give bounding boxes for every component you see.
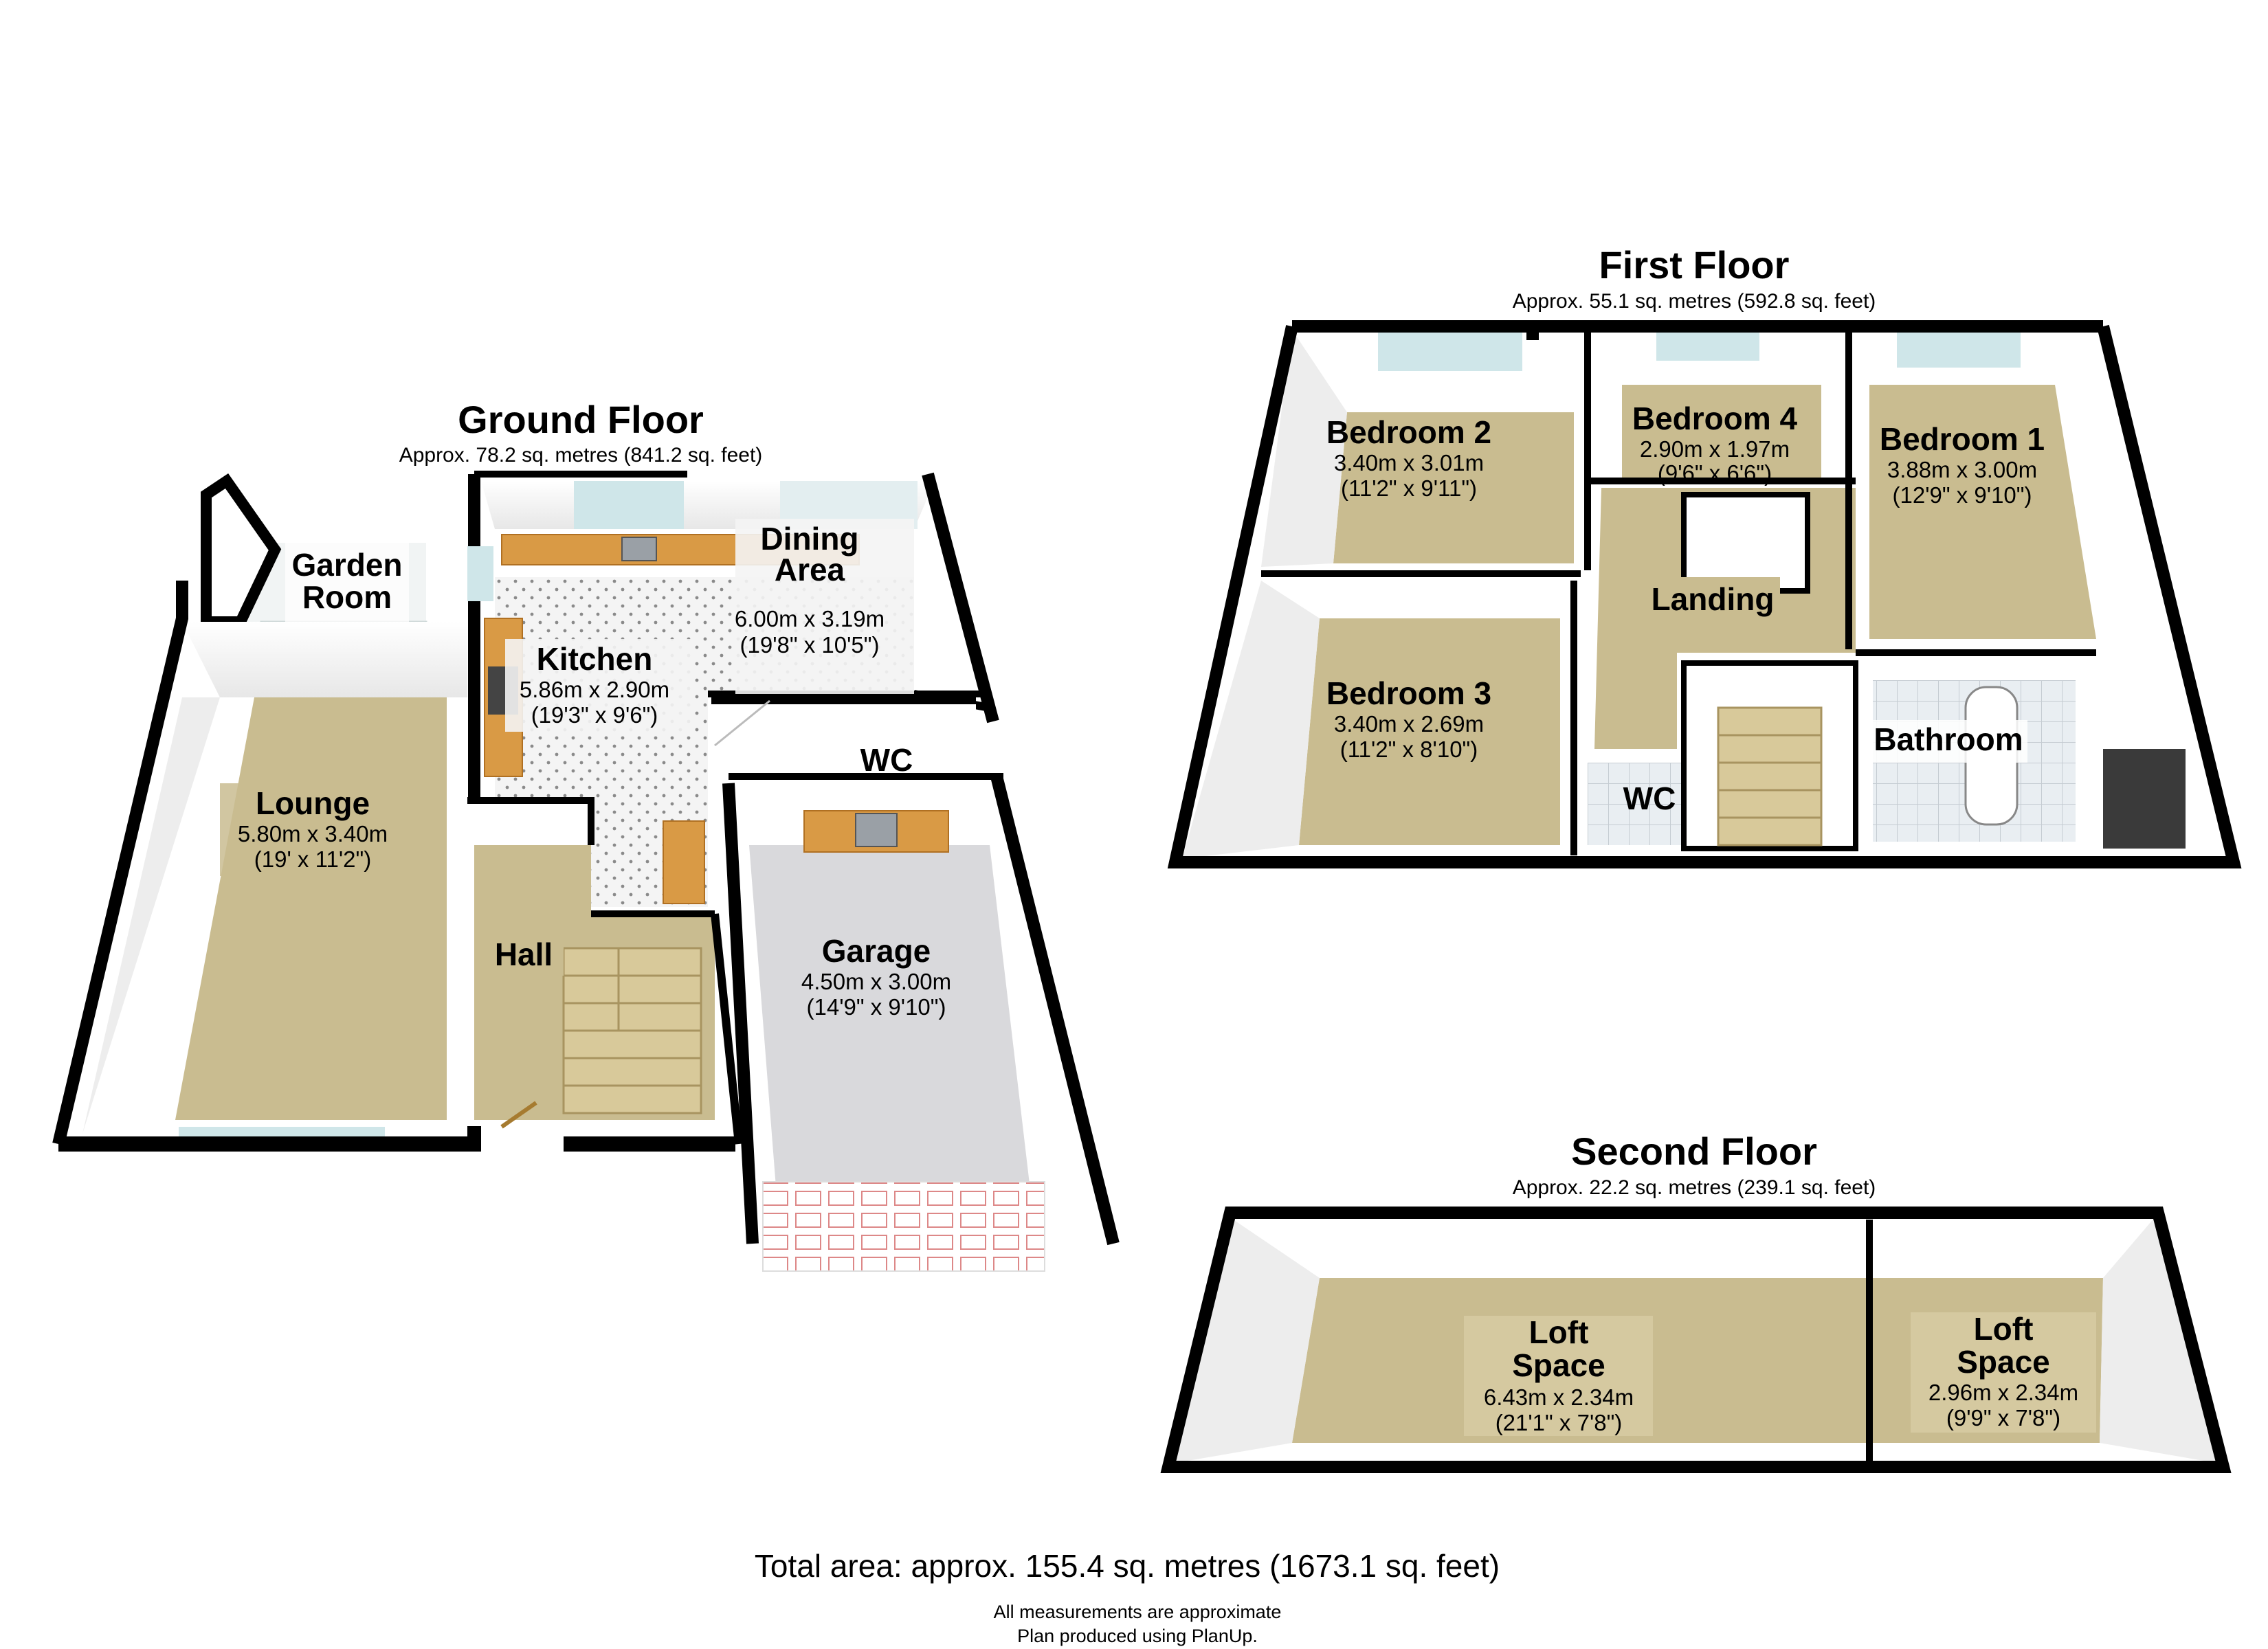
kitchen-label: Kitchen bbox=[537, 641, 653, 677]
dining-dim-ft: (19'8" x 10'5") bbox=[740, 632, 880, 658]
first-floor-area: Approx. 55.1 sq. metres (592.8 sq. feet) bbox=[1513, 290, 1876, 313]
loft-1-label-2: Space bbox=[1512, 1347, 1605, 1383]
lounge-label: Lounge bbox=[256, 785, 370, 821]
first-wc-label: WC bbox=[1623, 781, 1676, 816]
loft-1-label-1: Loft bbox=[1529, 1314, 1589, 1350]
ground-wc bbox=[711, 697, 976, 773]
loft-2-label-1: Loft bbox=[1974, 1311, 2034, 1347]
bedroom-1 bbox=[1849, 330, 2227, 859]
bathroom-label: Bathroom bbox=[1874, 721, 2023, 757]
garage-dim-m: 4.50m x 3.00m bbox=[801, 969, 951, 994]
loft-1-dim-m: 6.43m x 2.34m bbox=[1484, 1384, 1634, 1410]
loft-2-label-2: Space bbox=[1957, 1344, 2050, 1380]
kitchen-dim-m: 5.86m x 2.90m bbox=[520, 677, 669, 702]
bedroom-1-dim-ft: (12'9" x 9'10") bbox=[1893, 482, 2032, 508]
second-floor-title: Second Floor bbox=[1571, 1130, 1817, 1173]
bedroom-1-label: Bedroom 1 bbox=[1880, 421, 2045, 457]
loft-1-dim-ft: (21'1" x 7'8") bbox=[1496, 1410, 1623, 1435]
total-area: Total area: approx. 155.4 sq. metres (16… bbox=[755, 1548, 1500, 1584]
ground-floor-area: Approx. 78.2 sq. metres (841.2 sq. feet) bbox=[399, 444, 763, 467]
bedroom-2-dim-ft: (11'2" x 9'11") bbox=[1341, 475, 1477, 501]
loft-2-dim-ft: (9'9" x 7'8") bbox=[1946, 1405, 2060, 1431]
garden-room-label-1: Garden bbox=[291, 547, 402, 583]
bedroom-2 bbox=[1261, 330, 1591, 567]
ground-floor bbox=[52, 471, 1120, 1272]
second-floor-area: Approx. 22.2 sq. metres (239.1 sq. feet) bbox=[1513, 1176, 1876, 1199]
landing-label: Landing bbox=[1652, 581, 1775, 617]
bedroom-4-dim-ft: (9'6" x 6'6") bbox=[1658, 460, 1772, 486]
bedroom-3-dim-ft: (11'2" x 8'10") bbox=[1340, 737, 1478, 762]
staircase bbox=[562, 947, 702, 1114]
approx-note: All measurements are approximate bbox=[994, 1602, 1282, 1622]
bedroom-2-label: Bedroom 2 bbox=[1326, 414, 1491, 450]
bedroom-4-dim-m: 2.90m x 1.97m bbox=[1640, 436, 1790, 462]
garage-label: Garage bbox=[822, 933, 931, 969]
first-floor-stairs bbox=[1681, 660, 1858, 851]
dining-label-2: Area bbox=[775, 552, 845, 587]
garage-dim-ft: (14'9" x 9'10") bbox=[807, 994, 946, 1020]
bedroom-3-dim-m: 3.40m x 2.69m bbox=[1334, 711, 1484, 737]
planup-note: Plan produced using PlanUp. bbox=[1017, 1626, 1258, 1646]
ground-wc-label: WC bbox=[860, 742, 913, 778]
bedroom-1-dim-m: 3.88m x 3.00m bbox=[1887, 457, 2037, 482]
bedroom-4 bbox=[1594, 330, 1842, 484]
dining-dim-m: 6.00m x 3.19m bbox=[735, 606, 885, 631]
dining-label-1: Dining bbox=[760, 521, 858, 557]
hall-label: Hall bbox=[495, 936, 553, 972]
bedroom-3-label: Bedroom 3 bbox=[1326, 675, 1491, 711]
loft-2-dim-m: 2.96m x 2.34m bbox=[1928, 1380, 2078, 1405]
lounge-dim-m: 5.80m x 3.40m bbox=[238, 821, 388, 846]
kitchen-dim-ft: (19'3" x 9'6") bbox=[531, 702, 658, 728]
bedroom-2-dim-m: 3.40m x 3.01m bbox=[1334, 450, 1484, 475]
ground-floor-title: Ground Floor bbox=[458, 398, 704, 441]
first-floor-title: First Floor bbox=[1599, 243, 1790, 287]
lounge-dim-ft: (19' x 11'2") bbox=[254, 846, 371, 872]
hall bbox=[385, 797, 743, 1152]
bedroom-4-label: Bedroom 4 bbox=[1632, 401, 1798, 436]
garden-room-label-2: Room bbox=[302, 579, 392, 615]
labels: Ground Floor Approx. 78.2 sq. metres (84… bbox=[220, 243, 2096, 1646]
